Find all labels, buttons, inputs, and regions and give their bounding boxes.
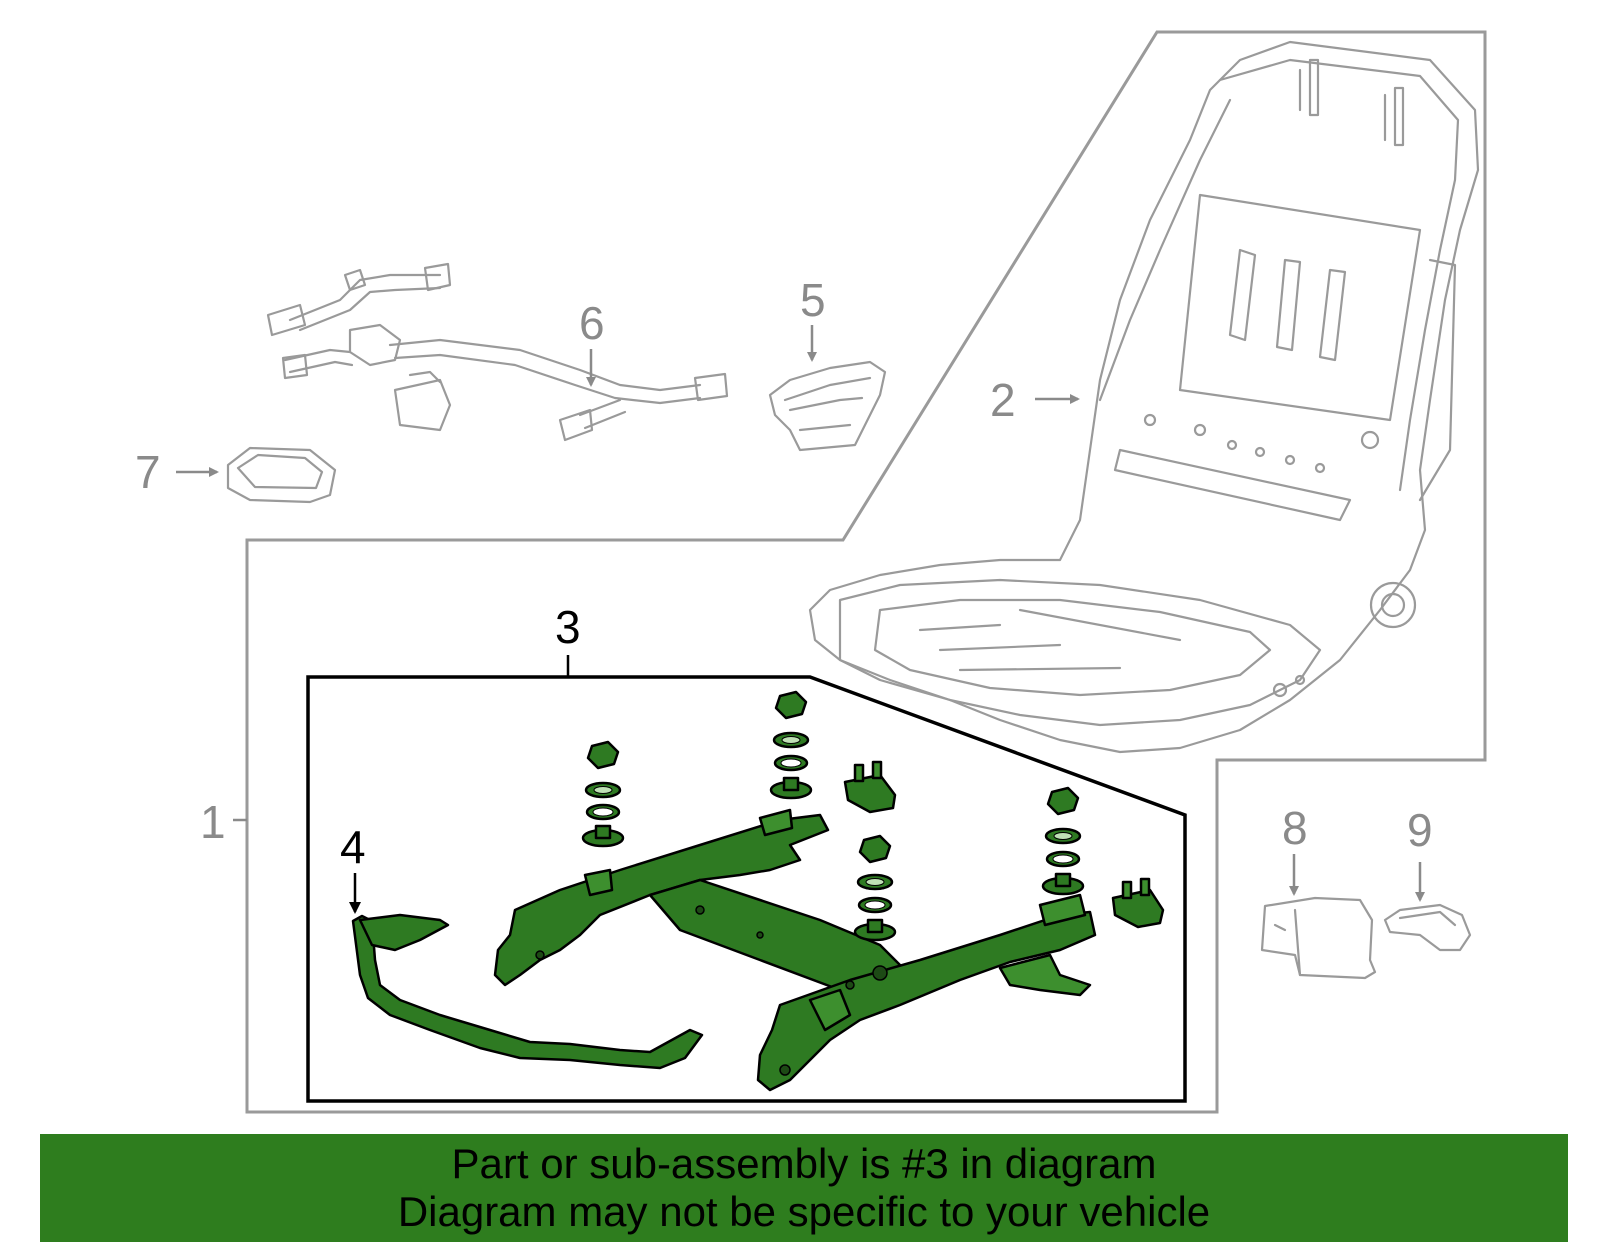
sub-assembly-frame bbox=[306, 675, 1187, 1103]
callout-9: 9 bbox=[1407, 804, 1433, 856]
banner-line-2: Diagram may not be specific to your vehi… bbox=[397, 1188, 1211, 1235]
banner-line-1: Part or sub-assembly is #3 in diagram bbox=[451, 1140, 1157, 1187]
cover-part-5-drawing bbox=[768, 360, 887, 452]
callout-2: 2 bbox=[990, 374, 1016, 426]
callout-6: 6 bbox=[579, 297, 605, 349]
assembly-frame bbox=[245, 30, 1487, 1114]
callout-7: 7 bbox=[135, 446, 161, 498]
callout-3: 3 bbox=[555, 601, 581, 653]
cover-part-8-drawing bbox=[1260, 896, 1377, 980]
callout-1: 1 bbox=[200, 796, 226, 848]
info-banner: Part or sub-assembly is #3 in diagram Di… bbox=[40, 1134, 1568, 1242]
release-handle bbox=[351, 913, 704, 1070]
callout-5: 5 bbox=[800, 274, 826, 326]
callout-4: 4 bbox=[340, 821, 366, 873]
cover-part-7-drawing bbox=[226, 446, 337, 504]
seat-track-assembly bbox=[493, 690, 1165, 1092]
callout-8: 8 bbox=[1282, 802, 1308, 854]
wire-harness-drawing bbox=[266, 262, 729, 442]
seat-frame-drawing bbox=[808, 40, 1480, 754]
cover-part-9-drawing bbox=[1383, 903, 1472, 952]
